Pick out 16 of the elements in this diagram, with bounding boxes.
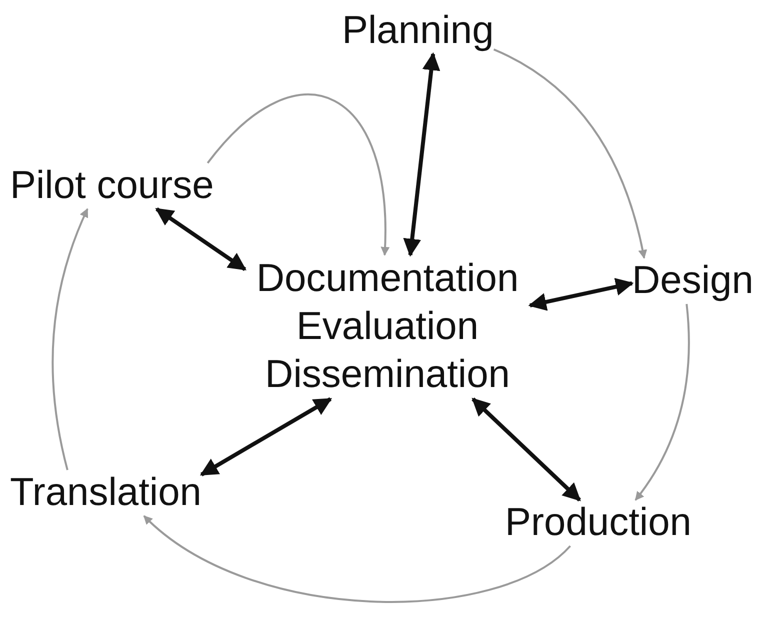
stage-label: Pilot course [10,163,214,209]
stage-label: Production [505,500,692,546]
stage-label: Documentation Evaluation Dissemination [245,255,530,399]
curved-arrow [143,515,571,602]
double-arrow [200,397,332,476]
double-arrow [403,52,440,257]
stage-label: Design [632,258,754,304]
curved-arrow [52,208,88,470]
curved-arrow [634,304,690,501]
double-arrow [528,278,634,311]
curved-arrow [493,48,647,259]
double-arrow [472,398,581,502]
double-arrow [155,207,246,272]
stage-label: Translation [10,470,202,516]
curved-arrow [206,94,390,256]
stage-label: Planning [342,8,494,54]
